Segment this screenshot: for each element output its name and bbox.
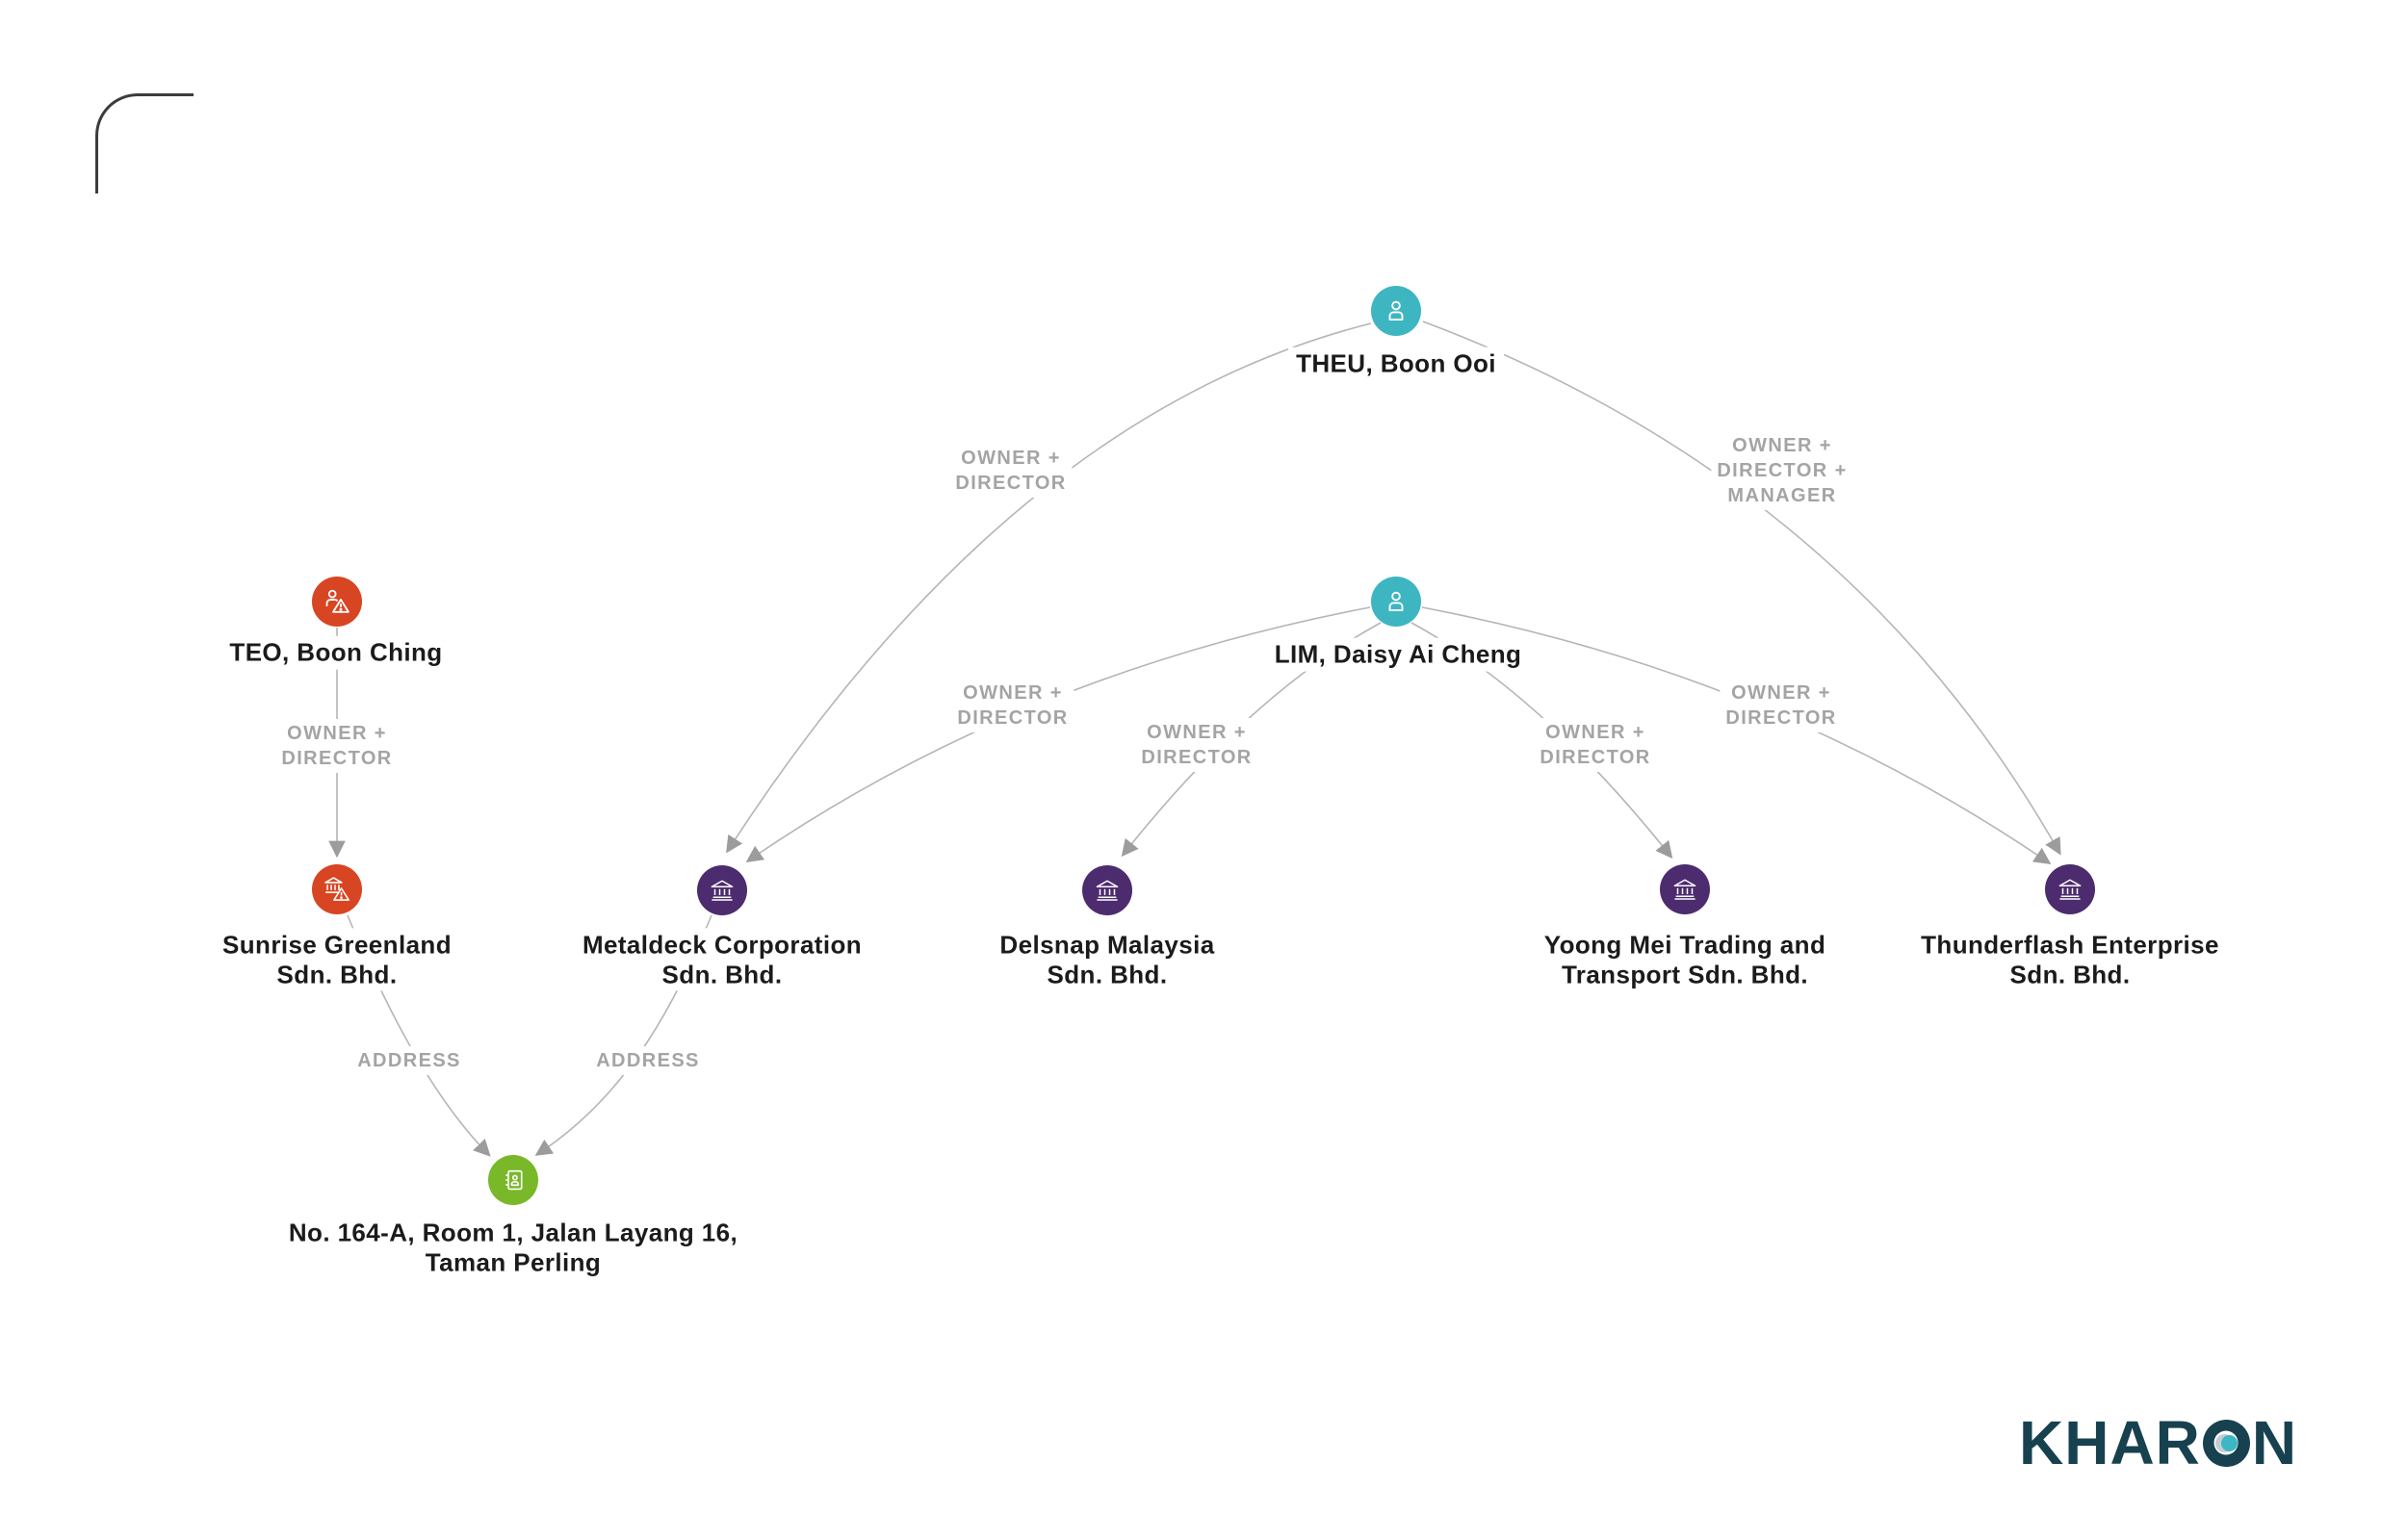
edge-label-lim-metaldeck: OWNER + DIRECTOR	[951, 679, 1074, 732]
kharon-logo-text-left: KHAR	[2019, 1408, 2201, 1477]
edge-label-lim-yoongmei: OWNER + DIRECTOR	[1534, 718, 1657, 772]
node-label-address: No. 164-A, Room 1, Jalan Layang 16, Tama…	[280, 1216, 746, 1279]
person-warning-icon	[325, 589, 349, 613]
node-label-thunderflash: Thunderflash Enterprise Sdn. Bhd.	[1913, 928, 2227, 991]
address-book-icon	[505, 1169, 523, 1191]
node-company-yoong-mei[interactable]	[1660, 864, 1710, 914]
node-label-sunrise-greenland: Sunrise Greenland Sdn. Bhd.	[215, 928, 459, 991]
kharon-logo: KHAR N	[2019, 1407, 2297, 1478]
kharon-logo-text-right: N	[2251, 1408, 2298, 1477]
edge-label-lim-delsnap: OWNER + DIRECTOR	[1135, 718, 1258, 772]
kharon-logo-o-icon	[2202, 1419, 2250, 1467]
node-company-metaldeck[interactable]	[697, 865, 747, 915]
bank-icon	[1673, 879, 1696, 900]
node-company-delsnap[interactable]	[1082, 865, 1132, 915]
person-icon	[1388, 591, 1404, 611]
node-person-teo[interactable]	[312, 577, 362, 627]
node-label-delsnap: Delsnap Malaysia Sdn. Bhd.	[992, 928, 1223, 991]
bank-icon	[1096, 880, 1119, 901]
edge-label-theu-metaldeck: OWNER + DIRECTOR	[949, 444, 1073, 498]
edge-label-teo-sunrise: OWNER + DIRECTOR	[275, 719, 399, 773]
edge-label-sunrise-address: ADDRESS	[351, 1046, 467, 1075]
node-label-metaldeck: Metaldeck Corporation Sdn. Bhd.	[574, 928, 870, 991]
node-person-lim[interactable]	[1371, 577, 1421, 627]
node-person-theu[interactable]	[1371, 286, 1421, 336]
corner-crop-mark	[95, 93, 194, 193]
edge-theu-thunderflash	[1422, 321, 2061, 856]
node-address[interactable]	[488, 1155, 538, 1205]
bank-icon	[2058, 879, 2082, 900]
edge-theu-metaldeck	[726, 322, 1372, 854]
edge-label-lim-thunderflash: OWNER + DIRECTOR	[1720, 679, 1843, 732]
bank-warning-icon	[324, 877, 349, 901]
node-company-thunderflash[interactable]	[2045, 864, 2095, 914]
node-label-lim: LIM, Daisy Ai Cheng	[1266, 637, 1530, 672]
person-icon	[1388, 300, 1404, 321]
node-label-teo: TEO, Boon Ching	[221, 635, 451, 670]
bank-icon	[711, 880, 734, 901]
node-company-sunrise-greenland[interactable]	[312, 864, 362, 914]
node-label-yoong-mei: Yoong Mei Trading and Transport Sdn. Bhd…	[1536, 928, 1834, 991]
edge-label-metaldeck-address: ADDRESS	[590, 1046, 706, 1075]
node-label-theu: THEU, Boon Ooi	[1288, 346, 1504, 381]
edge-label-theu-thunderflash: OWNER + DIRECTOR + MANAGER	[1711, 431, 1853, 510]
